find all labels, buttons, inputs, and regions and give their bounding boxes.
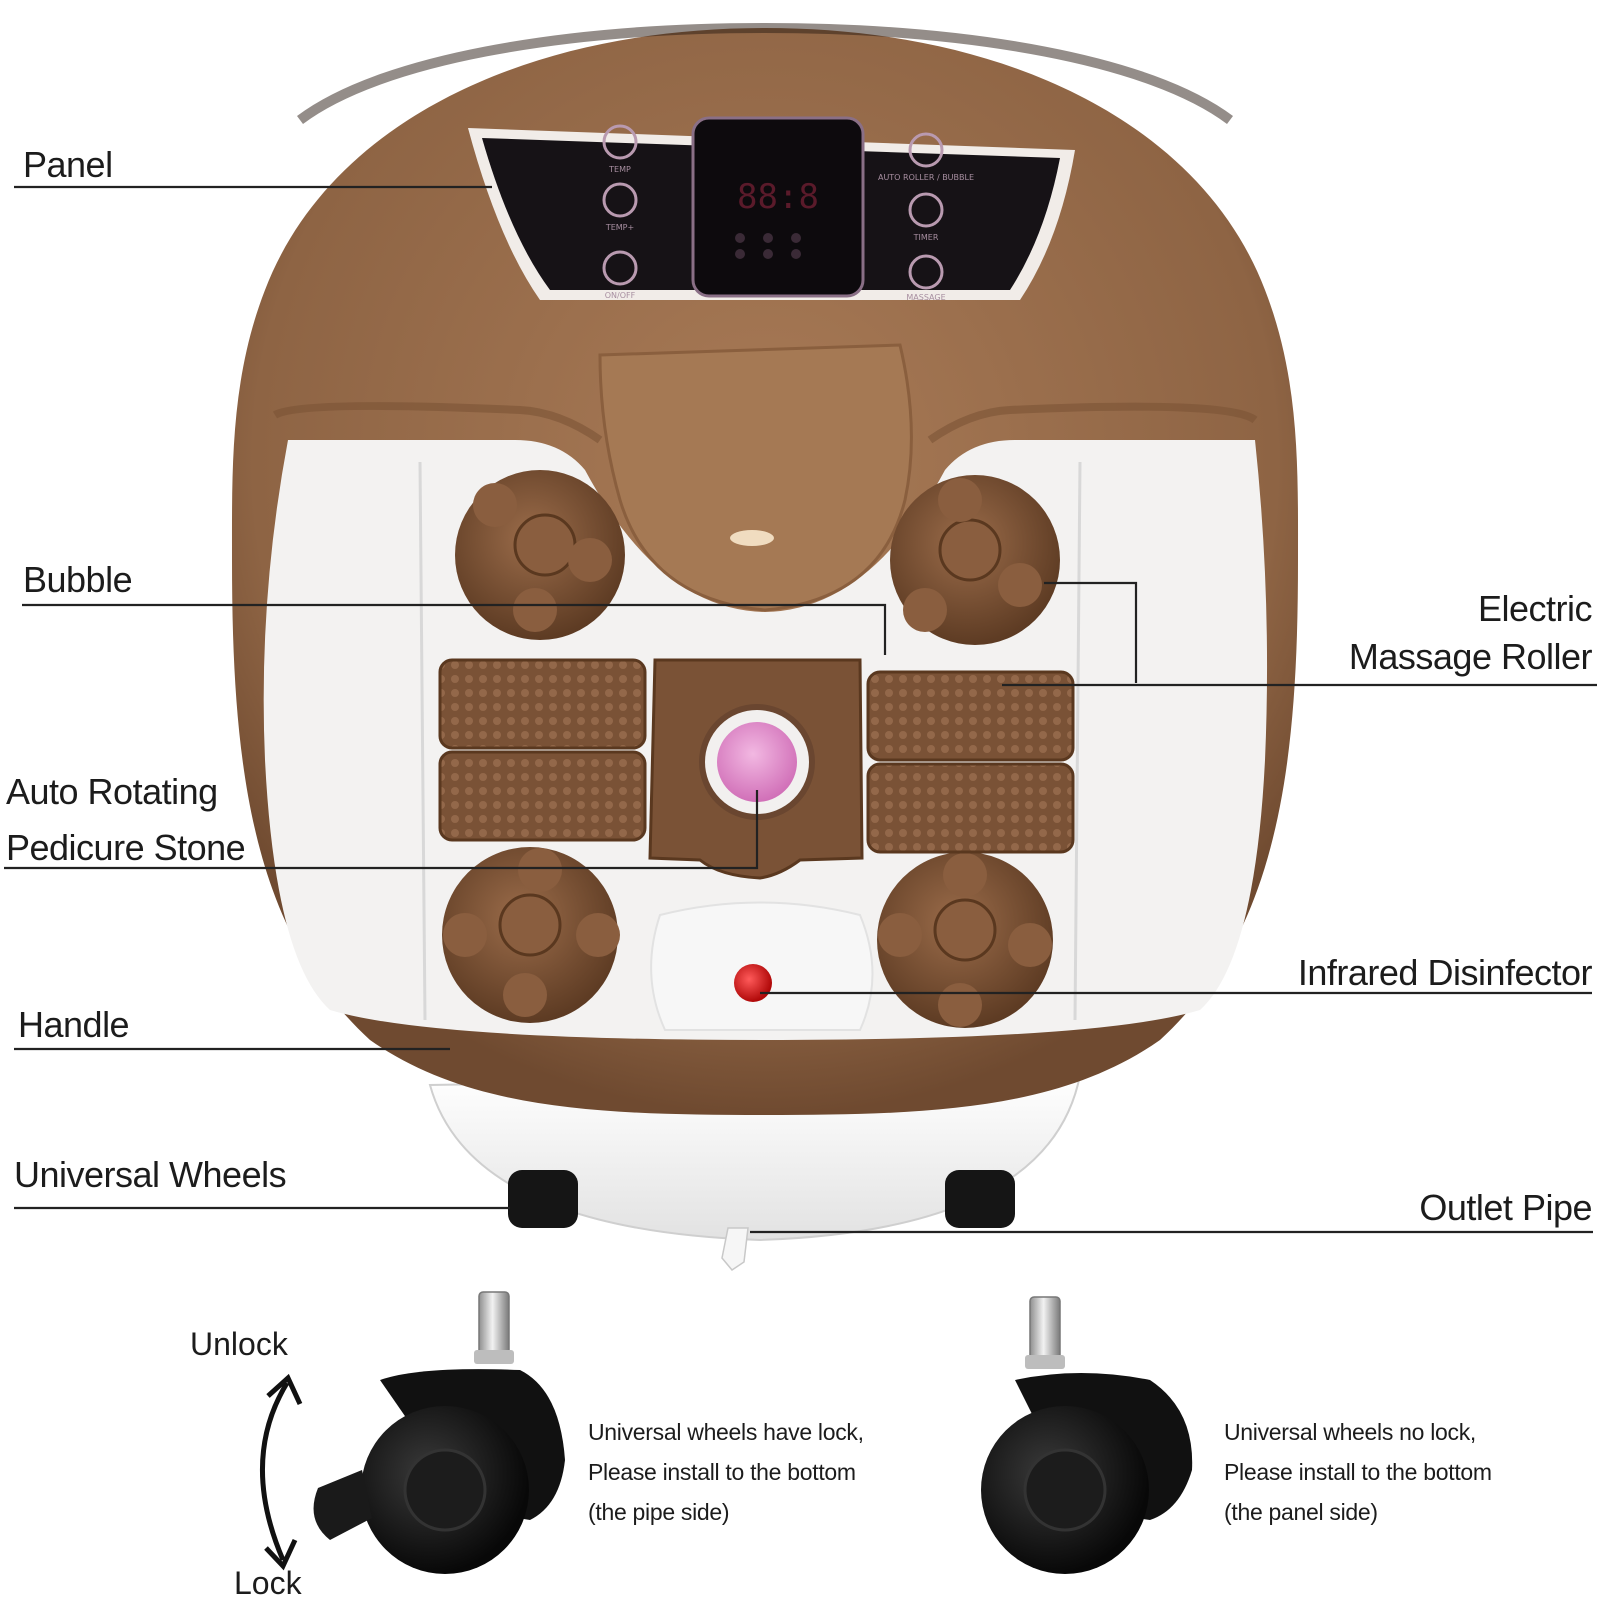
- note-line: Universal wheels no lock,: [1224, 1419, 1477, 1445]
- label-pedicure-stone: Pedicure Stone: [6, 827, 246, 868]
- label-infrared-disinfector: Infrared Disinfector: [1297, 952, 1593, 993]
- label-unlock: Unlock: [190, 1326, 288, 1362]
- label-panel: Panel: [23, 144, 113, 185]
- panel-button-label: TEMP: [608, 165, 631, 174]
- panel-button-label: MASSAGE: [906, 293, 945, 302]
- note-locking-wheel: Universal wheels have lock, Please insta…: [588, 1412, 864, 1532]
- massage-node-top-right: [890, 475, 1060, 645]
- massage-node-top-left: [455, 470, 625, 640]
- display-readout: 88:8: [737, 177, 819, 217]
- panel-button-label: AUTO ROLLER / BUBBLE: [878, 173, 974, 182]
- pedicure-stone: [699, 704, 815, 820]
- note-line: Please install to the bottom: [588, 1459, 856, 1485]
- label-massage-roller: Massage Roller: [1348, 636, 1593, 677]
- massage-node-bottom-left: [442, 847, 620, 1023]
- label-lock: Lock: [234, 1565, 302, 1601]
- panel-button-label: ON/OFF: [605, 291, 636, 300]
- base-unit: [428, 1073, 1082, 1271]
- outlet-pipe-tip: [721, 1227, 749, 1271]
- lock-unlock-arrow-icon: [260, 1373, 303, 1571]
- label-outlet-pipe: Outlet Pipe: [1419, 1187, 1592, 1228]
- infrared-disinfector-light: [734, 964, 772, 1002]
- digital-display: [691, 116, 865, 298]
- panel-button-label: TEMP+: [605, 223, 634, 232]
- control-panel: 88:8 TEMP TEMP+ ON/OFF AUTO ROLLER / BUB…: [468, 116, 1075, 302]
- non-locking-caster-wheel: [981, 1296, 1193, 1574]
- note-line: Please install to the bottom: [1224, 1459, 1492, 1485]
- label-auto-rotating: Auto Rotating: [6, 771, 218, 812]
- panel-button-label: TIMER: [913, 233, 939, 242]
- note-line: (the panel side): [1224, 1499, 1378, 1525]
- panel-buttons-right: [908, 132, 944, 290]
- panel-buttons-left: [602, 124, 638, 286]
- central-lid: [598, 343, 913, 612]
- note-line: (the pipe side): [588, 1499, 730, 1525]
- note-non-locking-wheel: Universal wheels no lock, Please install…: [1224, 1412, 1492, 1532]
- label-bubble: Bubble: [23, 559, 133, 600]
- universal-wheel-left: [508, 1170, 578, 1228]
- leader-pedicure-stone: [4, 790, 759, 870]
- universal-wheel-right: [945, 1170, 1015, 1228]
- locking-caster-wheel: [313, 1291, 565, 1574]
- label-universal-wheels: Universal Wheels: [14, 1154, 287, 1195]
- massage-node-bottom-right: [877, 852, 1053, 1028]
- leader-lines: [4, 185, 1597, 1234]
- label-handle: Handle: [18, 1004, 130, 1045]
- note-line: Universal wheels have lock,: [588, 1419, 864, 1445]
- leader-bubble: [22, 603, 887, 655]
- label-electric: Electric: [1477, 588, 1593, 629]
- leader-electric-roller: [1044, 581, 1138, 683]
